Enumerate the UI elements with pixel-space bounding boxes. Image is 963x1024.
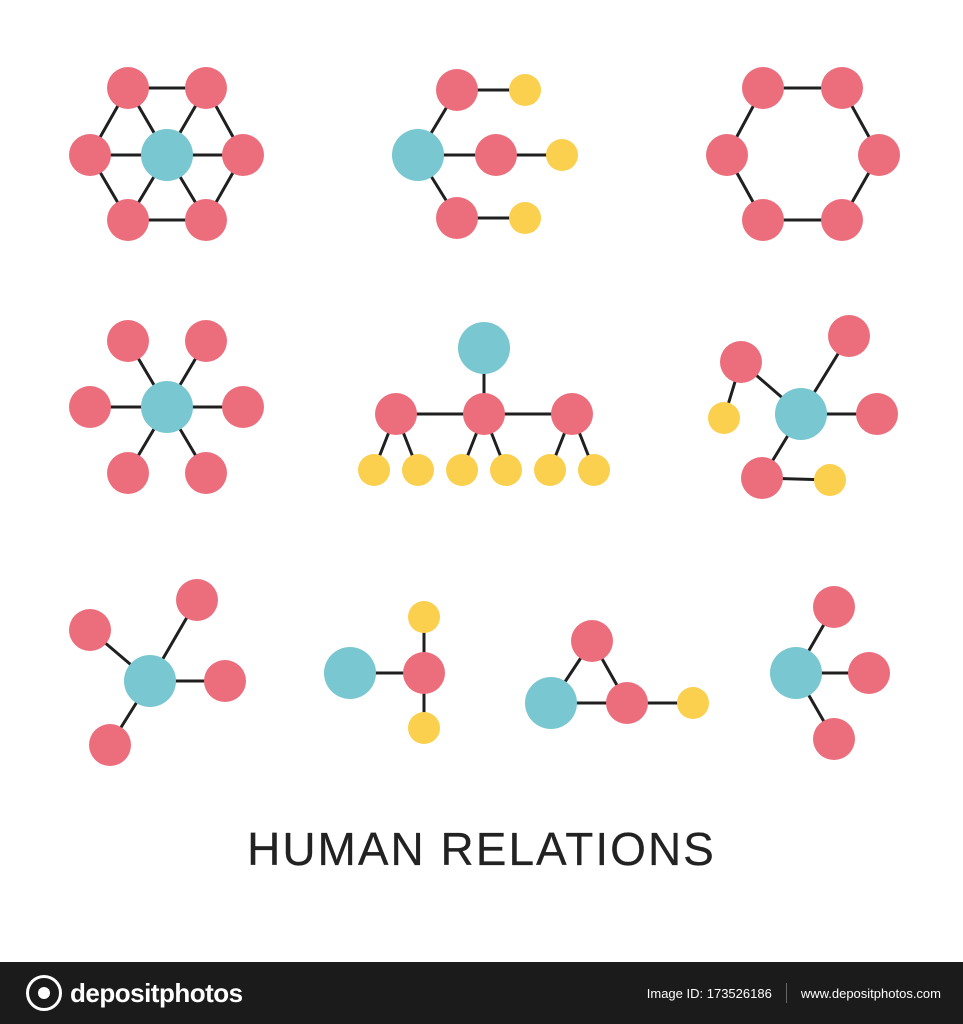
pink-node: [222, 386, 264, 428]
yellow-node: [358, 454, 390, 486]
pink-node: [858, 134, 900, 176]
teal-node: [525, 677, 577, 729]
pink-node: [89, 724, 131, 766]
pink-node: [742, 67, 784, 109]
pink-node: [185, 452, 227, 494]
yellow-node: [814, 464, 846, 496]
diagram-three-spoke: [770, 586, 890, 760]
footer-bar: depositphotos Image ID: 173526186 www.de…: [0, 962, 963, 1024]
yellow-node: [408, 712, 440, 744]
pink-node: [856, 393, 898, 435]
teal-node: [124, 655, 176, 707]
image-id: Image ID: 173526186: [646, 985, 772, 1001]
yellow-node: [509, 202, 541, 234]
yellow-node: [490, 454, 522, 486]
diagram-hexagon-ring: [706, 67, 900, 241]
pink-node: [176, 579, 218, 621]
pink-node: [475, 134, 517, 176]
pink-node: [403, 652, 445, 694]
yellow-node: [708, 402, 740, 434]
pink-node: [742, 199, 784, 241]
pink-node: [375, 393, 417, 435]
pink-node: [204, 660, 246, 702]
yellow-node: [509, 74, 541, 106]
pink-node: [551, 393, 593, 435]
teal-node: [141, 129, 193, 181]
website-link[interactable]: www.depositphotos.com: [800, 985, 941, 1001]
diagram-star-hub: [69, 320, 264, 494]
yellow-node: [677, 687, 709, 719]
pink-node: [185, 67, 227, 109]
teal-node: [458, 322, 510, 374]
diagram-four-spoke: [69, 579, 246, 766]
pink-node: [69, 609, 111, 651]
pink-node: [463, 393, 505, 435]
pink-node: [828, 315, 870, 357]
yellow-node: [408, 601, 440, 633]
pink-node: [821, 67, 863, 109]
diagram-triangle-chain: [525, 620, 709, 729]
pink-node: [107, 452, 149, 494]
diagram-mixed-network: [708, 315, 898, 499]
diagram-org-chart: [358, 322, 610, 486]
teal-node: [324, 647, 376, 699]
pink-node: [69, 134, 111, 176]
pink-node: [606, 682, 648, 724]
pink-node: [706, 134, 748, 176]
pink-node: [222, 134, 264, 176]
pink-node: [107, 199, 149, 241]
diagram-branching-tree: [392, 69, 578, 239]
pink-node: [571, 620, 613, 662]
divider: [785, 983, 787, 1003]
yellow-node: [446, 454, 478, 486]
teal-node: [392, 129, 444, 181]
diagram-canvas: [69, 67, 900, 766]
yellow-node: [578, 454, 610, 486]
pink-node: [185, 320, 227, 362]
camera-icon: [26, 975, 62, 1011]
pink-node: [813, 586, 855, 628]
pink-node: [107, 67, 149, 109]
pink-node: [720, 341, 762, 383]
pink-node: [436, 197, 478, 239]
pink-node: [813, 718, 855, 760]
diagram-chain-cross: [324, 601, 445, 744]
pink-node: [69, 386, 111, 428]
teal-node: [770, 647, 822, 699]
brand-logo[interactable]: depositphotos: [26, 975, 243, 1011]
pink-node: [107, 320, 149, 362]
pink-node: [436, 69, 478, 111]
yellow-node: [546, 139, 578, 171]
pink-node: [821, 199, 863, 241]
diagram-hexagon-hub: [69, 67, 264, 241]
page-title: HUMAN RELATIONS: [247, 823, 716, 875]
yellow-node: [534, 454, 566, 486]
yellow-node: [402, 454, 434, 486]
teal-node: [775, 388, 827, 440]
footer-info: Image ID: 173526186 www.depositphotos.co…: [647, 983, 941, 1003]
teal-node: [141, 381, 193, 433]
brand-name: depositphotos: [70, 977, 243, 1008]
pink-node: [848, 652, 890, 694]
pink-node: [185, 199, 227, 241]
pink-node: [741, 457, 783, 499]
